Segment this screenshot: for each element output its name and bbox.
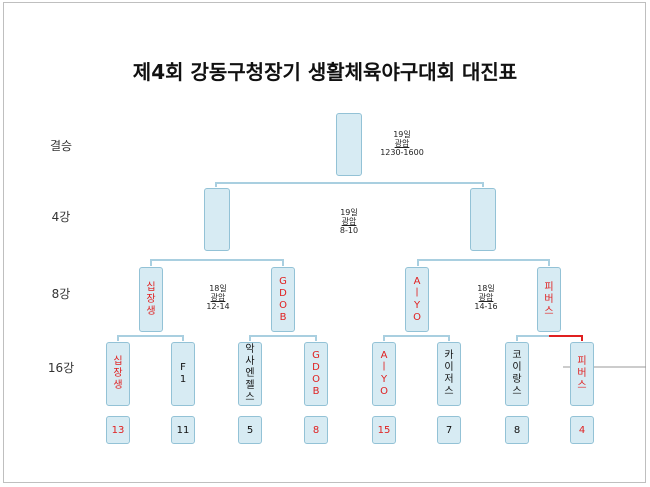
final-box [336, 113, 362, 176]
semi-box-left [204, 188, 230, 251]
team-char: 장 [113, 368, 123, 379]
team-char: 스 [577, 380, 587, 391]
team-char: 십 [146, 281, 156, 293]
team-char: 스 [512, 386, 522, 397]
team-char: Y [380, 374, 388, 385]
round-label-quarter: 8강 [51, 287, 71, 301]
seed-number: 11 [171, 416, 195, 444]
seed-number: 13 [106, 416, 130, 444]
seed-number: 5 [238, 416, 262, 444]
round-label-semi: 4강 [51, 210, 71, 224]
team-char: 1 [179, 374, 187, 385]
team-char: 코 [512, 350, 522, 361]
team-char: B [279, 311, 287, 323]
team-char: O [312, 374, 320, 385]
team-char: 생 [113, 380, 123, 391]
team-char: 악 [245, 344, 255, 355]
team-char: Y [413, 299, 421, 311]
note-semi: 19일 광암 8-10 [339, 208, 359, 235]
team-char: D [279, 287, 287, 299]
note-qf-right: 18일 광암 14-16 [474, 284, 498, 311]
team-char: 피 [577, 356, 587, 367]
team-char: ㅣ [379, 362, 389, 373]
team-char: A [380, 350, 388, 361]
team-char: ㅣ [412, 287, 422, 299]
semi-box-right [470, 188, 496, 251]
team-char: D [312, 362, 320, 373]
team-char: O [380, 386, 388, 397]
team-char: B [312, 386, 320, 397]
team-char: 버 [544, 293, 554, 305]
seed-number: 8 [505, 416, 529, 444]
team-char: 젤 [245, 380, 255, 391]
round-label-final: 결승 [49, 139, 73, 153]
team-char: A [413, 275, 421, 287]
team-char: 이 [444, 362, 454, 373]
seed-number: 15 [372, 416, 396, 444]
team-char: 랑 [512, 374, 522, 385]
team-char: 생 [146, 305, 156, 317]
note-final: 19일 광암 1230-1600 [380, 130, 424, 157]
team-char: 스 [444, 386, 454, 397]
team-char: G [279, 275, 287, 287]
seed-number: 8 [304, 416, 328, 444]
team-char: 장 [146, 293, 156, 305]
team-char: 피 [544, 281, 554, 293]
team-char: O [279, 299, 287, 311]
page-title: 제4회 강동구청장기 생활체육야구대회 대진표 [132, 60, 518, 84]
team-char: 사 [245, 356, 255, 367]
team-char: 버 [577, 368, 587, 379]
team-char: 저 [444, 374, 454, 385]
team-char: F [180, 362, 186, 373]
team-char: G [312, 350, 320, 361]
team-char: 카 [444, 350, 454, 361]
team-char: O [413, 311, 421, 323]
team-char: 십 [113, 356, 123, 367]
team-char: 이 [512, 362, 522, 373]
round-label-r16: 16강 [47, 361, 75, 375]
page-frame [3, 2, 646, 483]
seed-number: 7 [437, 416, 461, 444]
team-char: 스 [544, 305, 554, 317]
seed-number: 4 [570, 416, 594, 444]
note-qf-left: 18일 광암 12-14 [206, 284, 230, 311]
team-char: 엔 [245, 368, 255, 379]
team-char: 스 [245, 392, 255, 403]
